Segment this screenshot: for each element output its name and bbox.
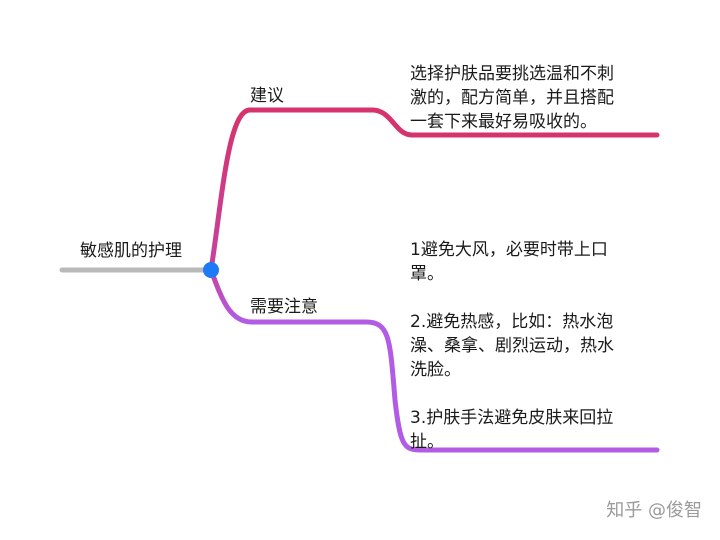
branch-label-suggest[interactable]: 建议	[250, 86, 284, 106]
branch-note-notice: 1避免大风，必要时带上口 罩。 2.避免热感，比如：热水泡 澡、桑拿、剧烈运动，…	[410, 240, 614, 452]
branch-connector-notice	[208, 267, 255, 325]
branch-underline-notice	[249, 319, 660, 453]
branch-label-notice[interactable]: 需要注意	[250, 297, 318, 317]
root-topic-label[interactable]: 敏感肌的护理	[80, 241, 182, 261]
root-node-dot[interactable]	[203, 262, 219, 278]
watermark: 知乎 @俊智	[606, 500, 702, 521]
branch-connector-suggest	[208, 107, 253, 273]
branch-underline-suggest	[247, 107, 660, 138]
branch-note-suggest: 选择护肤品要挑选温和不刺 激的，配方简单，并且搭配 一套下来最好易吸收的。	[410, 64, 614, 132]
